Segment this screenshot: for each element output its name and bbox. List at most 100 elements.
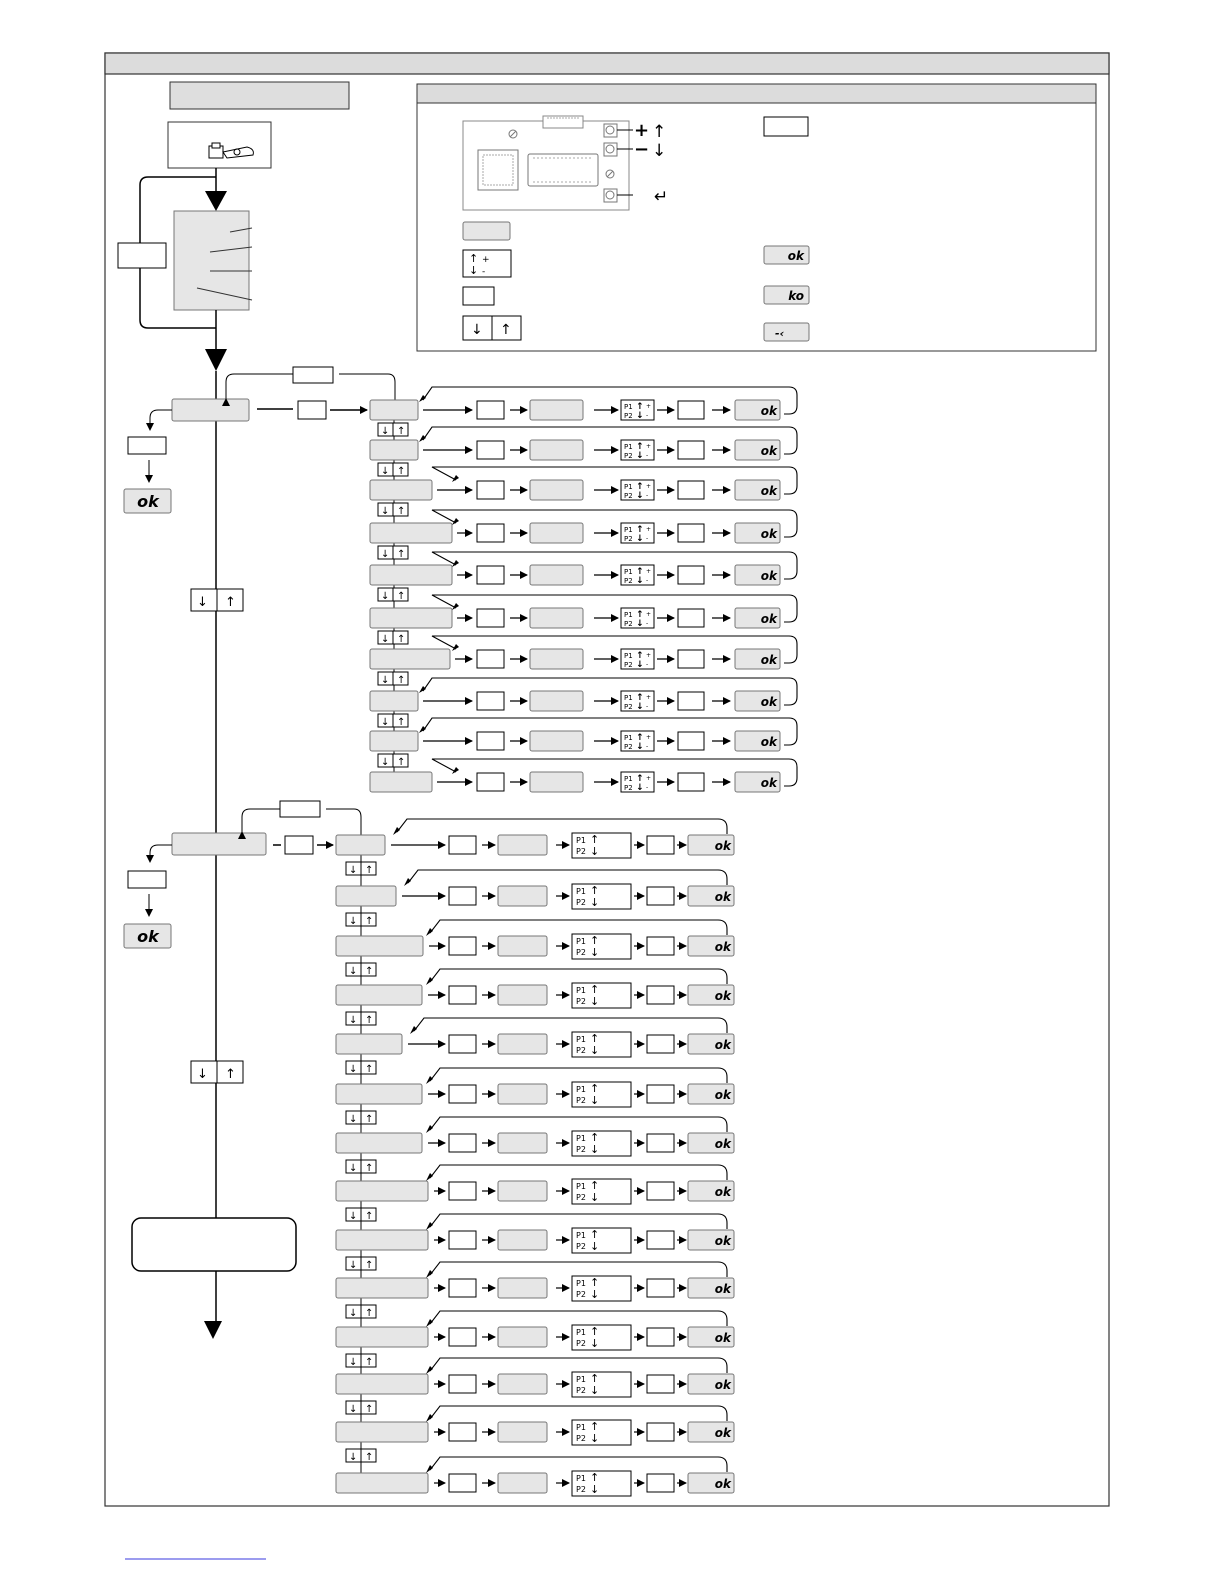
group2-return-loop [429, 1164, 728, 1180]
group2-p1p2-box [571, 1419, 632, 1446]
group1-return-arrow-icon [419, 726, 426, 733]
group1-value-display [529, 399, 584, 421]
legend-scroll-down-icon: ↓ [471, 322, 483, 338]
legend-ko-text: ko [788, 289, 804, 303]
group1-down-icon: ↓ [636, 534, 644, 544]
group2-up-icon: ↑ [590, 833, 599, 846]
legend-key-symbol [462, 286, 495, 306]
group1-scroll-key-down-icon: ↓ [381, 506, 389, 517]
group2-p1p2-box [571, 1178, 632, 1205]
group2-down-icon: ↓ [590, 1143, 599, 1156]
group2-p1-label: P1 [576, 1279, 586, 1288]
group2-key-box [448, 1327, 477, 1347]
group1-up-icon: ↑ [636, 693, 644, 703]
group2-scroll-key-down-icon: ↓ [349, 1211, 357, 1222]
group1-p2-label: P2 [624, 743, 633, 751]
legend-ok-text: ok [788, 249, 805, 263]
updown-down-arrow-icon: ↓ [469, 264, 478, 277]
group2-confirm-key [646, 1422, 675, 1442]
group2-scroll-key-up-icon: ↑ [365, 865, 373, 876]
group2-return-arrow-icon [426, 977, 433, 985]
group1-up-icon: ↑ [636, 733, 644, 743]
group1-ok-text: ok [761, 484, 778, 498]
minus-down-arrow-icon: ↓ [652, 141, 666, 161]
group1-return-loop [422, 386, 798, 415]
group1-ok-text: ok [761, 569, 778, 583]
group1-confirm-key [677, 480, 705, 500]
group1-p1-label: P1 [624, 734, 633, 742]
group2-p2-label: P2 [576, 1242, 586, 1251]
group2-p1-label: P1 [576, 887, 586, 896]
legend-ok-display [763, 245, 810, 265]
group2-ok-text: ok [715, 1038, 732, 1052]
group1-p1-label: P1 [624, 483, 633, 491]
group1-scroll-key-down-icon: ↓ [381, 466, 389, 477]
group1-up-icon: ↑ [636, 442, 644, 452]
group1-return-arrow-icon [452, 560, 459, 567]
group2-ok-display [687, 1180, 735, 1202]
group1-scroll-key-up-icon: ↑ [397, 426, 405, 437]
group2-return-loop [413, 1017, 728, 1033]
group2-key-box [448, 1034, 477, 1054]
group1-minus-label: - [646, 784, 648, 791]
group1-plus-label: + [646, 483, 651, 490]
group1-confirm-key [677, 772, 705, 792]
group2-menu-display [171, 832, 267, 856]
group1-p2-label: P2 [624, 703, 633, 711]
group2-scroll-key-up-icon: ↑ [365, 1015, 373, 1026]
group2-return-arrow-icon [426, 1319, 433, 1327]
group1-ok-text: ok [761, 735, 778, 749]
group1-return-arrow-icon [452, 518, 459, 525]
group1-minus-label: - [646, 620, 648, 627]
loop-key-box [117, 242, 167, 269]
group1-scroll-key-up-icon: ↑ [397, 675, 405, 686]
group1-ok-display [734, 522, 781, 544]
group2-return-arrow-icon [426, 1222, 433, 1230]
group2-confirm-key [646, 1374, 675, 1394]
group2-key-box [448, 985, 477, 1005]
group2-item-display [335, 1421, 429, 1443]
group1-plus-label: + [646, 652, 651, 659]
group2-item-display [335, 935, 424, 957]
end-arrow-icon [204, 1321, 222, 1339]
group2-item-display [335, 885, 397, 907]
group1-p1-label: P1 [624, 568, 633, 576]
group2-down-icon: ↓ [590, 1044, 599, 1057]
group2-down-icon: ↓ [590, 1094, 599, 1107]
group1-confirm-key [677, 608, 705, 628]
group2-up-icon: ↑ [590, 1372, 599, 1385]
group2-key-box [448, 886, 477, 906]
group2-value-display [497, 1180, 548, 1202]
group1-minus-label: - [646, 412, 648, 419]
group2-scroll-key-up-icon: ↑ [365, 1452, 373, 1463]
group2-up-icon: ↑ [590, 934, 599, 947]
group1-ok-text: ok [761, 653, 778, 667]
legend-panel: + ↑ − ↓ ↵ ↑ + ↓ - ↓ ↑ ok ko -‹ [416, 83, 1097, 352]
group2-p1p2-box [571, 1275, 632, 1302]
group2-ok-text: ok [715, 1234, 732, 1248]
group1-item-display [369, 439, 419, 461]
group2-p2-label: P2 [576, 1339, 586, 1348]
plus-up-arrow-icon: ↑ [652, 122, 666, 142]
group2-p1p2-box [571, 1227, 632, 1254]
group2-ok-text: ok [715, 839, 732, 853]
group2-value-display [497, 1033, 548, 1055]
group2-scroll-key-up-icon: ↑ [365, 1114, 373, 1125]
group1-down-icon: ↓ [636, 451, 644, 461]
group2-p1-label: P1 [576, 1035, 586, 1044]
legend-exit-display [763, 322, 810, 342]
group2-ok-text: ok [715, 890, 732, 904]
control-board-drawing [462, 115, 633, 211]
group2-scroll-key-down-icon: ↓ [349, 1308, 357, 1319]
group1-scroll-key-down-icon: ↓ [381, 426, 389, 437]
group1-return-arrow-icon [419, 395, 426, 402]
group1-value-display [529, 439, 584, 461]
group2-ok-display [687, 984, 735, 1006]
group2-scroll-key-down-icon: ↓ [349, 1163, 357, 1174]
menu-rows: P1P2↑↓+-ok↓↑P1P2↑↓+-ok↓↑P1P2↑↓+-ok↓↑P1P2… [335, 386, 798, 1497]
group2-p2-label: P2 [576, 997, 586, 1006]
group1-item-display [369, 607, 453, 629]
group2-confirm-key [646, 1133, 675, 1153]
group1-ok-display [734, 439, 781, 461]
group2-up-icon: ↑ [590, 983, 599, 996]
